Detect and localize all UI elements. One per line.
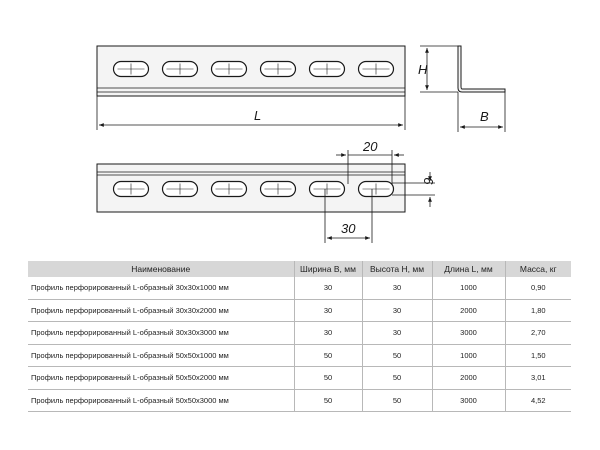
profile-top-view — [96, 163, 406, 213]
cell-height: 30 — [361, 277, 432, 300]
table-row: Профиль перфорированный L-образный 30х30… — [28, 277, 571, 300]
header-name: Наименование — [28, 261, 294, 277]
cell-mass: 4,52 — [504, 389, 571, 412]
cell-width: 30 — [293, 299, 362, 322]
cell-mass: 3,01 — [504, 366, 571, 390]
slot-holes-top — [112, 60, 395, 78]
cell-height: 50 — [361, 344, 432, 367]
header-length: Длина L, мм — [431, 261, 505, 277]
slot-width-dimension — [392, 172, 435, 207]
header-width: Ширина B, мм — [293, 261, 362, 277]
table-row: Профиль перфорированный L-образный 50х50… — [28, 366, 571, 390]
table-row: Профиль перфорированный L-образный 30х30… — [28, 321, 571, 345]
cell-mass: 1,50 — [504, 344, 571, 367]
table-row: Профиль перфорированный L-образный 30х30… — [28, 299, 571, 322]
length-label: L — [254, 108, 261, 123]
cell-mass: 1,80 — [504, 299, 571, 322]
slot-length-label: 20 — [362, 139, 378, 154]
cell-height: 30 — [361, 299, 432, 322]
cell-name: Профиль перфорированный L-образный 50х50… — [28, 344, 294, 367]
slot-holes-bottom — [112, 180, 395, 198]
cell-length: 1000 — [431, 344, 505, 367]
cell-width: 30 — [293, 277, 362, 300]
header-mass: Масса, кг — [504, 261, 571, 277]
cell-width: 50 — [293, 344, 362, 367]
table-header-row: Наименование Ширина B, мм Высота H, мм Д… — [28, 261, 571, 277]
slot-length-dimension — [336, 150, 404, 184]
cell-width: 30 — [293, 321, 362, 345]
cell-length: 3000 — [431, 389, 505, 412]
cell-width: 50 — [293, 389, 362, 412]
length-dimension — [96, 96, 406, 130]
cell-width: 50 — [293, 366, 362, 390]
cell-length: 1000 — [431, 277, 505, 300]
width-label: B — [480, 109, 489, 124]
slot-width-label: 9 — [421, 178, 436, 185]
width-dimension — [457, 92, 506, 132]
cell-name: Профиль перфорированный L-образный 30х30… — [28, 277, 294, 300]
cell-height: 50 — [361, 389, 432, 412]
header-height: Высота H, мм — [361, 261, 432, 277]
cell-name: Профиль перфорированный L-образный 50х50… — [28, 366, 294, 390]
cell-height: 30 — [361, 321, 432, 345]
slot-pitch-dimension — [324, 189, 373, 243]
cell-height: 50 — [361, 366, 432, 390]
profile-section — [457, 45, 506, 93]
cell-length: 3000 — [431, 321, 505, 345]
technical-drawing: L H B 20 9 30 — [96, 45, 506, 243]
table-row: Профиль перфорированный L-образный 50х50… — [28, 389, 571, 412]
slot-pitch-label: 30 — [341, 221, 356, 236]
cell-mass: 0,90 — [504, 277, 571, 300]
height-dimension — [420, 45, 458, 93]
profile-front-view — [96, 45, 406, 97]
cell-mass: 2,70 — [504, 321, 571, 345]
cell-name: Профиль перфорированный L-образный 50х50… — [28, 389, 294, 412]
cell-length: 2000 — [431, 299, 505, 322]
specifications-table: Наименование Ширина B, мм Высота H, мм Д… — [28, 261, 571, 412]
table-row: Профиль перфорированный L-образный 50х50… — [28, 344, 571, 367]
cell-name: Профиль перфорированный L-образный 30х30… — [28, 299, 294, 322]
cell-name: Профиль перфорированный L-образный 30х30… — [28, 321, 294, 345]
height-label: H — [418, 62, 428, 77]
cell-length: 2000 — [431, 366, 505, 390]
